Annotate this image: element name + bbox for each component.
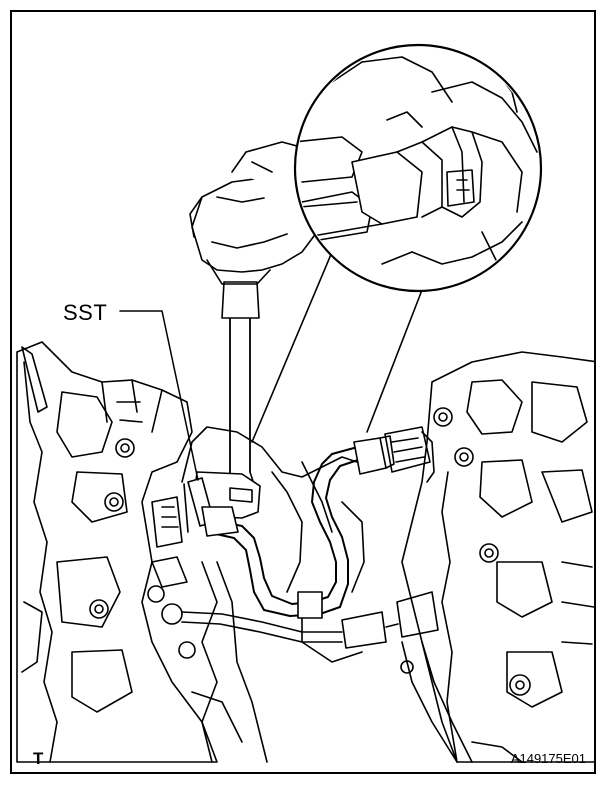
- engine-valley: [181, 426, 365, 763]
- right-cam-bolts: [433, 407, 531, 696]
- sst-callout-label: SST: [63, 300, 108, 325]
- zoom-detail: [293, 43, 543, 293]
- zoom-pointer: [251, 251, 423, 443]
- left-cylinder-head: [16, 341, 218, 763]
- wire-harness: [181, 591, 473, 763]
- corner-mark: T: [33, 749, 44, 768]
- fuel-pipe: [215, 447, 359, 617]
- right-cylinder-head: [401, 351, 594, 763]
- illustration-frame: SST T A149175E01: [10, 10, 596, 774]
- sst-leader-line: [119, 310, 199, 481]
- union-nut-right: [353, 435, 395, 475]
- engine-illustration: [16, 43, 594, 763]
- left-cam-bolts: [89, 438, 196, 659]
- figure-code: A149175E01: [510, 751, 586, 766]
- injector-right: [384, 426, 435, 483]
- sst-tool: [183, 281, 261, 537]
- pipe-clamp: [297, 591, 323, 619]
